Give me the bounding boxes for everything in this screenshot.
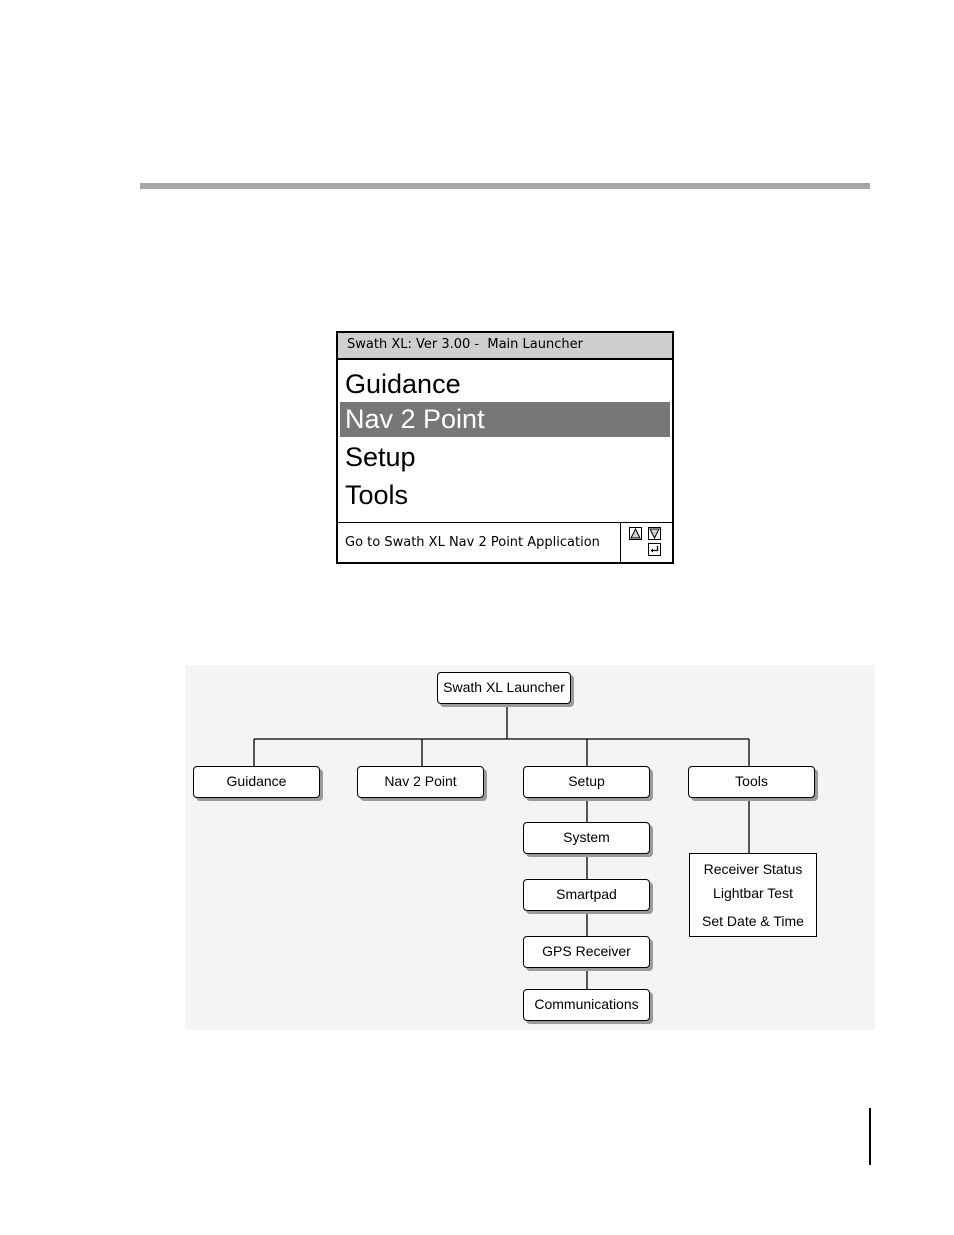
tools-item-lightbar-test: Lightbar Test bbox=[690, 885, 816, 901]
node-gps-receiver: GPS Receiver bbox=[523, 936, 650, 968]
tools-item-receiver-status: Receiver Status bbox=[690, 861, 816, 877]
menu-tree-diagram: Swath XL Launcher Guidance Nav 2 Point S… bbox=[185, 665, 875, 1030]
menu-item-tools[interactable]: Tools bbox=[340, 478, 670, 513]
node-smartpad: Smartpad bbox=[523, 879, 650, 911]
menu-item-guidance[interactable]: Guidance bbox=[340, 367, 670, 402]
node-setup: Setup bbox=[523, 766, 650, 798]
down-arrow-icon[interactable] bbox=[648, 527, 661, 540]
launcher-screen: Swath XL: Ver 3.00 - Main Launcher Guida… bbox=[336, 331, 674, 564]
status-divider bbox=[620, 523, 621, 563]
node-system: System bbox=[523, 822, 650, 854]
page-margin-rule bbox=[869, 1108, 871, 1165]
tools-submenu-box: Receiver Status Lightbar Test Set Date &… bbox=[689, 853, 817, 937]
node-tools: Tools bbox=[688, 766, 815, 798]
tools-item-set-date-time: Set Date & Time bbox=[690, 913, 816, 929]
header-rule bbox=[140, 183, 870, 189]
node-swath-xl-launcher: Swath XL Launcher bbox=[437, 672, 571, 704]
node-communications: Communications bbox=[523, 989, 650, 1021]
node-nav-2-point: Nav 2 Point bbox=[357, 766, 484, 798]
menu-item-nav-2-point[interactable]: Nav 2 Point bbox=[340, 402, 670, 437]
up-arrow-icon[interactable] bbox=[629, 527, 642, 540]
screen-title: Swath XL: Ver 3.00 - Main Launcher bbox=[347, 337, 583, 352]
menu-item-setup[interactable]: Setup bbox=[340, 440, 670, 475]
status-bar: Go to Swath XL Nav 2 Point Application bbox=[338, 522, 672, 563]
node-guidance: Guidance bbox=[193, 766, 320, 798]
status-text: Go to Swath XL Nav 2 Point Application bbox=[345, 535, 600, 550]
enter-icon[interactable] bbox=[648, 543, 661, 556]
screen-title-bar: Swath XL: Ver 3.00 - Main Launcher bbox=[338, 333, 672, 360]
